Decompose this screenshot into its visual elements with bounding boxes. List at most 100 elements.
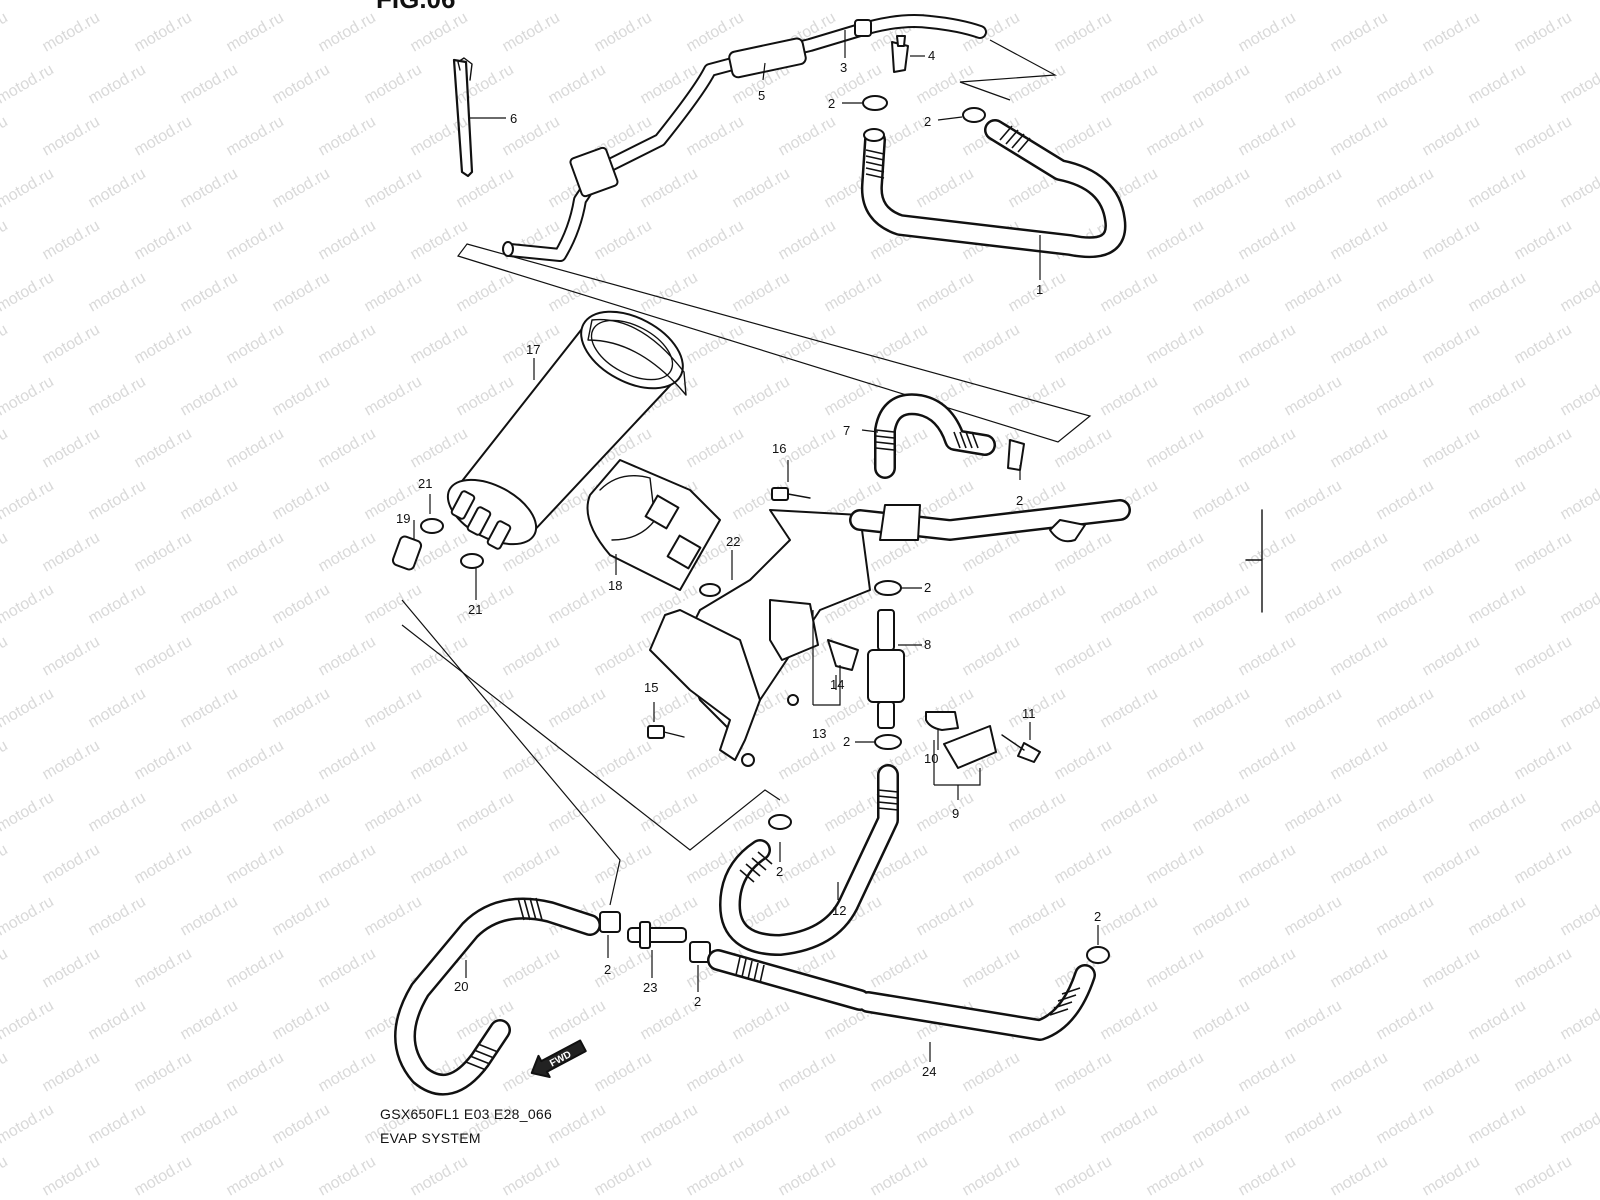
- watermark-text: motod.ru: [1052, 737, 1115, 783]
- watermark-text: motod.ru: [684, 113, 747, 159]
- watermark-text: motod.ru: [684, 217, 747, 263]
- watermark-text: motod.ru: [316, 1153, 379, 1199]
- watermark-text: motod.ru: [40, 945, 103, 991]
- watermark-text: motod.ru: [1558, 1101, 1600, 1147]
- watermark-text: motod.ru: [1512, 113, 1575, 159]
- watermark-text: motod.ru: [362, 61, 425, 107]
- watermark-text: motod.ru: [1006, 373, 1069, 419]
- watermark-text: motod.ru: [914, 269, 977, 315]
- watermark-text: motod.ru: [316, 737, 379, 783]
- watermark-text: motod.ru: [1558, 61, 1600, 107]
- watermark-text: motod.ru: [1006, 61, 1069, 107]
- watermark-text: motod.ru: [0, 633, 11, 679]
- callout-8: 8: [924, 637, 931, 652]
- watermark-text: motod.ru: [1236, 841, 1299, 887]
- watermark-text: motod.ru: [500, 633, 563, 679]
- watermark-text: motod.ru: [408, 321, 471, 367]
- watermark-text: motod.ru: [1374, 269, 1437, 315]
- watermark-text: motod.ru: [0, 685, 57, 731]
- watermark-text: motod.ru: [960, 945, 1023, 991]
- watermark-text: motod.ru: [40, 321, 103, 367]
- watermark-text: motod.ru: [1190, 373, 1253, 419]
- watermark-text: motod.ru: [1052, 9, 1115, 55]
- watermark-text: motod.ru: [1098, 685, 1161, 731]
- watermark-text: motod.ru: [1512, 425, 1575, 471]
- watermark-text: motod.ru: [1236, 113, 1299, 159]
- watermark-text: motod.ru: [684, 425, 747, 471]
- watermark-text: motod.ru: [1328, 945, 1391, 991]
- watermark-text: motod.ru: [1006, 893, 1069, 939]
- watermark-text: motod.ru: [1466, 581, 1529, 627]
- watermark-text: motod.ru: [0, 61, 57, 107]
- watermark-text: motod.ru: [1190, 685, 1253, 731]
- watermark-text: motod.ru: [408, 841, 471, 887]
- watermark-text: motod.ru: [1328, 425, 1391, 471]
- watermark-text: motod.ru: [1190, 165, 1253, 211]
- watermark-text: motod.ru: [1144, 1049, 1207, 1095]
- watermark-text: motod.ru: [776, 113, 839, 159]
- watermark-text: motod.ru: [270, 685, 333, 731]
- watermark-text: motod.ru: [1466, 477, 1529, 523]
- watermark-text: motod.ru: [270, 581, 333, 627]
- watermark-text: motod.ru: [224, 633, 287, 679]
- watermark-text: motod.ru: [0, 737, 11, 783]
- callout-2: 2: [924, 580, 931, 595]
- watermark-text: motod.ru: [270, 373, 333, 419]
- watermark-text: motod.ru: [224, 217, 287, 263]
- frame-tube: [849, 499, 1131, 543]
- watermark-text: motod.ru: [178, 581, 241, 627]
- watermark-text: motod.ru: [0, 321, 11, 367]
- watermark-text: motod.ru: [1420, 425, 1483, 471]
- watermark-text: motod.ru: [224, 841, 287, 887]
- watermark-text: motod.ru: [270, 1101, 333, 1147]
- watermark-text: motod.ru: [546, 789, 609, 835]
- watermark-text: motod.ru: [132, 737, 195, 783]
- watermark-text: motod.ru: [132, 633, 195, 679]
- watermark-text: motod.ru: [960, 1049, 1023, 1095]
- callout-20: 20: [454, 979, 468, 994]
- watermark-text: motod.ru: [822, 373, 885, 419]
- watermark-text: motod.ru: [362, 165, 425, 211]
- watermark-text: motod.ru: [224, 945, 287, 991]
- watermark-text: motod.ru: [1098, 893, 1161, 939]
- watermark-text: motod.ru: [1512, 1153, 1575, 1199]
- watermark-text: motod.ru: [1098, 373, 1161, 419]
- watermark-text: motod.ru: [1420, 945, 1483, 991]
- watermark-text: motod.ru: [132, 425, 195, 471]
- watermark-text: motod.ru: [270, 61, 333, 107]
- watermark-text: motod.ru: [730, 373, 793, 419]
- watermark-text: motod.ru: [178, 373, 241, 419]
- callout-15: 15: [644, 680, 658, 695]
- cable-tie-6: [452, 57, 474, 178]
- watermark-text: motod.ru: [362, 269, 425, 315]
- watermark-text: motod.ru: [0, 9, 11, 55]
- watermark-text: motod.ru: [1236, 633, 1299, 679]
- watermark-text: motod.ru: [638, 1101, 701, 1147]
- watermark-text: motod.ru: [40, 113, 103, 159]
- watermark-text: motod.ru: [1328, 9, 1391, 55]
- watermark-text: motod.ru: [546, 685, 609, 731]
- watermark-text: motod.ru: [132, 841, 195, 887]
- watermark-text: motod.ru: [1190, 477, 1253, 523]
- watermark-text: motod.ru: [1144, 1153, 1207, 1199]
- watermark-text: motod.ru: [1466, 269, 1529, 315]
- watermark-text: motod.ru: [1236, 945, 1299, 991]
- watermark-text: motod.ru: [0, 113, 11, 159]
- watermark-text: motod.ru: [0, 945, 11, 991]
- watermark-text: motod.ru: [1282, 997, 1345, 1043]
- watermark-text: motod.ru: [592, 9, 655, 55]
- callout-16: 16: [772, 441, 786, 456]
- watermark-text: motod.ru: [1558, 373, 1600, 419]
- watermark-text: motod.ru: [1558, 685, 1600, 731]
- watermark-text: motod.ru: [822, 1101, 885, 1147]
- watermark-text: motod.ru: [178, 997, 241, 1043]
- watermark-text: motod.ru: [224, 425, 287, 471]
- watermark-text: motod.ru: [1144, 113, 1207, 159]
- model-code-caption: GSX650FL1 E03 E28_066: [380, 1106, 553, 1122]
- watermark-text: motod.ru: [1282, 165, 1345, 211]
- watermark-text: motod.ru: [178, 893, 241, 939]
- watermark-text: motod.ru: [40, 529, 103, 575]
- callout-2: 2: [1094, 909, 1101, 924]
- watermark-text: motod.ru: [1420, 841, 1483, 887]
- watermark-text: motod.ru: [1052, 633, 1115, 679]
